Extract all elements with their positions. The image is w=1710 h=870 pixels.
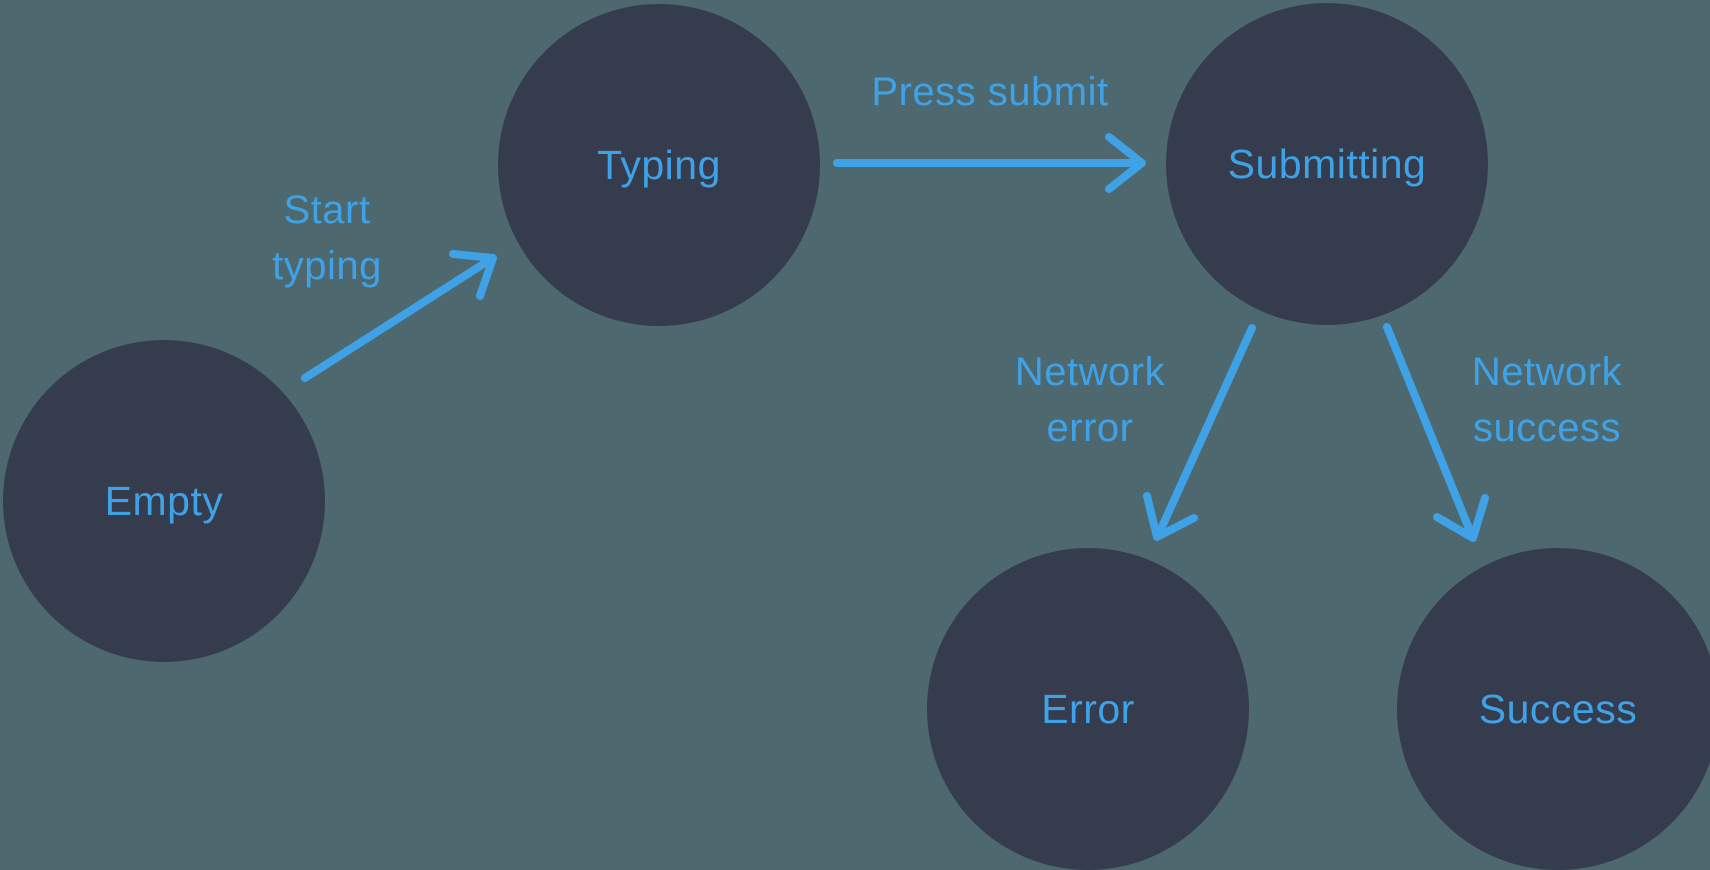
state-node-error: Error [927,548,1249,870]
state-label-empty: Empty [104,477,224,524]
state-node-empty: Empty [3,340,325,662]
state-label-error: Error [1041,685,1135,732]
edge-label-network-success: Network success [1471,350,1623,450]
state-node-submitting: Submitting [1166,3,1488,325]
state-label-typing: Typing [597,141,721,188]
edge-arrow-press-submit [833,133,1146,193]
edge-label-press-submit: Press submit [871,70,1109,114]
state-node-success: Success [1397,548,1710,870]
state-node-typing: Typing [498,4,820,326]
state-label-success: Success [1478,685,1638,732]
edge-label-network-error: Network error [1014,350,1166,450]
state-label-submitting: Submitting [1227,140,1427,187]
edge-label-start-typing: Start typing [272,188,382,288]
